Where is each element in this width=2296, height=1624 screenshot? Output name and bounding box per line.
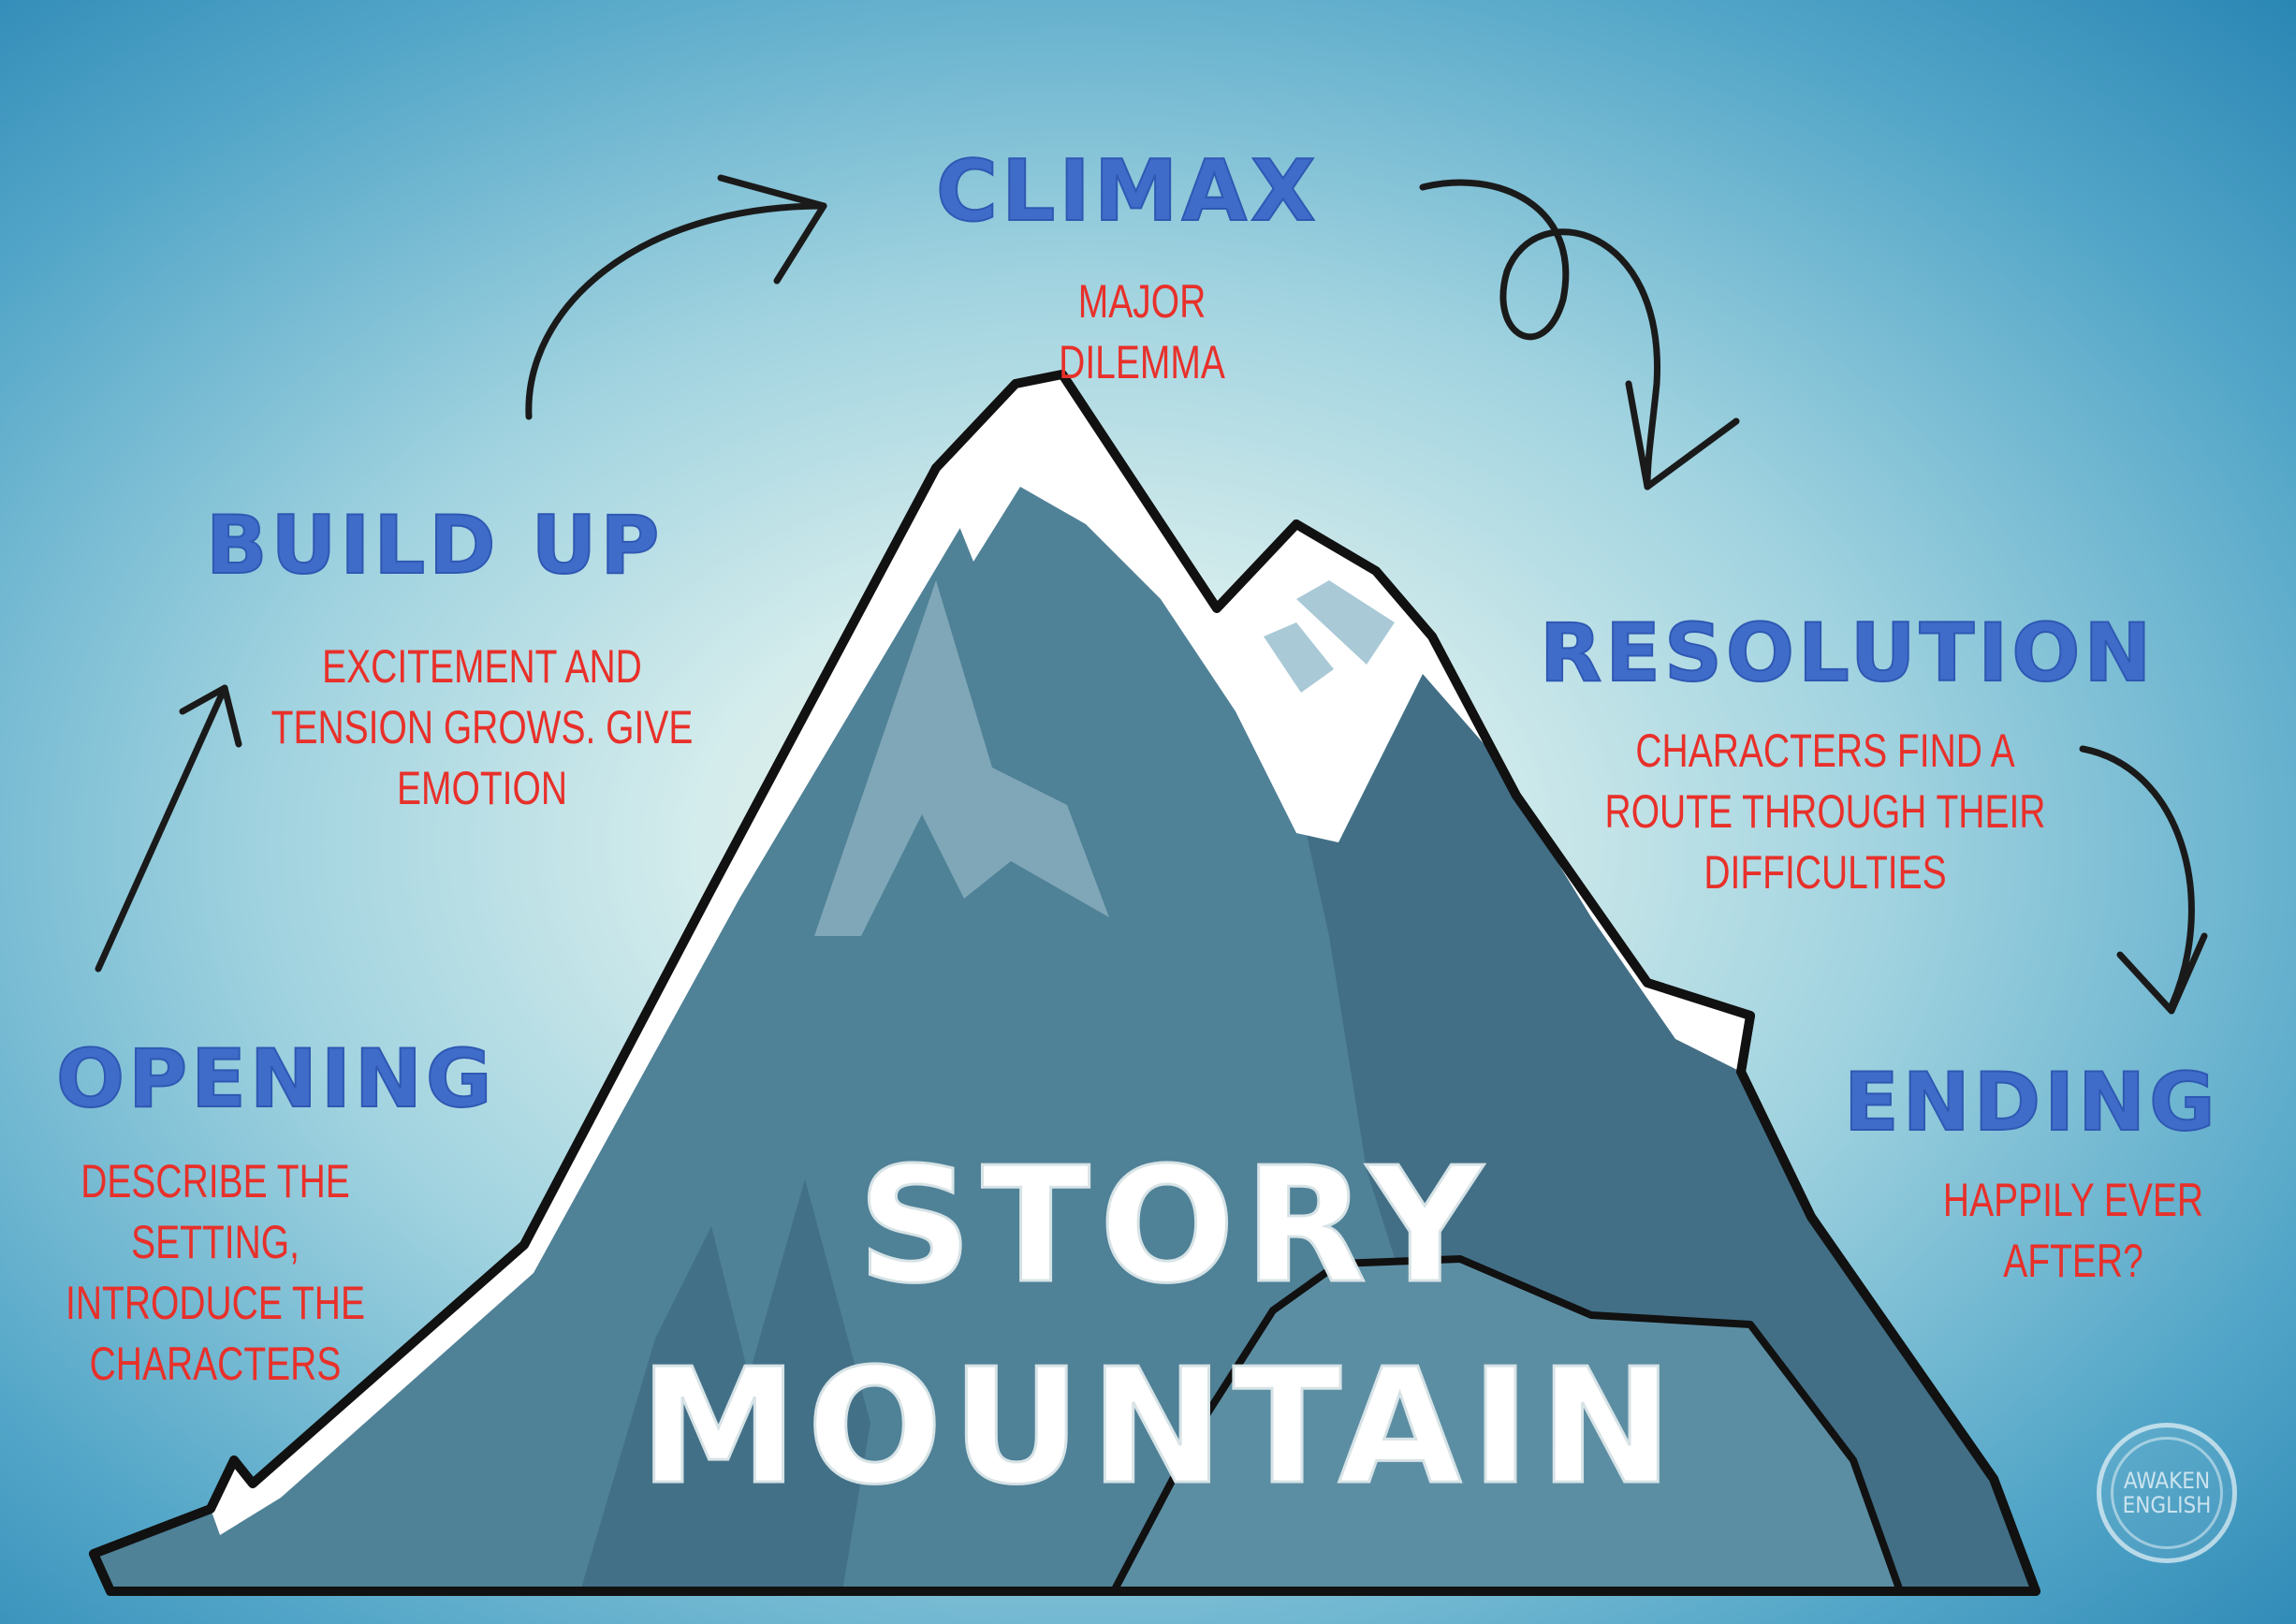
description-line: EXCITEMENT AND [322, 640, 642, 693]
arrows [95, 174, 2208, 1015]
foreground-ridge [1110, 1255, 1904, 1595]
description-line: EMOTION [396, 762, 567, 814]
build-up-title: BUILD UP [205, 499, 664, 593]
snow-left-edge [211, 468, 973, 1535]
description-line: HAPPILY EVER [1942, 1174, 2204, 1226]
description-line: AFTER? [2003, 1235, 2143, 1287]
light-streak [814, 580, 1109, 936]
ice-block [1296, 580, 1395, 665]
arrow-resolution-to-ending [2079, 745, 2208, 1015]
climax-description: MAJOR DILEMMA [996, 271, 1288, 393]
description-line: CHARACTERS [89, 1338, 342, 1390]
logo-line-2: ENGLISH [2122, 1492, 2212, 1518]
description-line: INTRODUCE THE [66, 1277, 365, 1329]
mountain [89, 370, 2040, 1596]
resolution-title: RESOLUTION [1539, 607, 2156, 700]
description-line: DESCRIBE THE SETTING, [80, 1155, 350, 1268]
ice-block [1264, 622, 1334, 693]
arrow-climax-to-resolution [1419, 179, 1740, 490]
mountain-outline [89, 370, 2040, 1596]
description-line: CHARACTERS FIND A [1635, 724, 2015, 777]
ending-title: ENDING [1843, 1056, 2219, 1149]
resolution-description: CHARACTERS FIND A ROUTE THROUGH THEIR DI… [1599, 721, 2052, 903]
arrow-opening-to-buildup [95, 684, 242, 973]
description-line: MAJOR DILEMMA [1059, 275, 1225, 388]
mountain-shadow-2 [580, 1179, 870, 1591]
description-line: TENSION GROWS. GIVE [271, 701, 694, 753]
build-up-description: EXCITEMENT AND TENSION GROWS. GIVE EMOTI… [271, 636, 694, 819]
climax-title: CLIMAX [935, 142, 1320, 241]
arrow-buildup-to-climax [525, 174, 827, 420]
description-line: ROUTE THROUGH THEIR [1604, 785, 2046, 838]
opening-title: OPENING [55, 1032, 496, 1126]
logo-line-1: AWAKEN [2123, 1467, 2211, 1494]
opening-description: DESCRIBE THE SETTING, INTRODUCE THE CHAR… [48, 1151, 384, 1395]
main-title-line-1: STORY [856, 1134, 1492, 1319]
snow-cap [936, 374, 1750, 1072]
description-line: DIFFICULTIES [1704, 846, 1947, 899]
awaken-english-logo: AWAKEN ENGLISH [2097, 1423, 2237, 1563]
ending-description: HAPPILY EVER AFTER? [1938, 1170, 2209, 1292]
main-title-line-2: MOUNTAIN [638, 1335, 1682, 1520]
